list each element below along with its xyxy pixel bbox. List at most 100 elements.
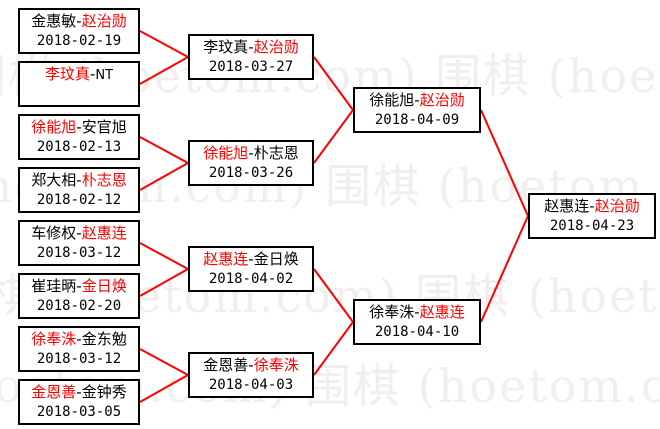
bracket-connector: [139, 374, 189, 403]
player-right: 朴志恩: [253, 144, 299, 162]
player-left: 金恩善: [31, 383, 77, 401]
player-separator: -: [89, 65, 96, 83]
match-date: 2018-02-12: [36, 191, 122, 208]
match-players: 赵惠连-金日焕: [190, 250, 312, 270]
player-separator: -: [589, 197, 595, 215]
player-right: 赵治勋: [81, 12, 127, 30]
player-left: 徐奉洙: [369, 303, 415, 321]
player-left: 李玟真: [203, 38, 249, 56]
match-date: 2018-03-05: [36, 403, 122, 420]
player-right: 金东勉: [81, 330, 127, 348]
player-right: 金日焕: [253, 250, 299, 268]
match-players: 徐奉洙-赵惠连: [355, 303, 479, 323]
player-right: 赵惠连: [419, 303, 465, 321]
player-separator: -: [76, 330, 82, 348]
match-players: 徐能旭-赵治勋: [355, 91, 479, 111]
player-left: 金惠敏: [31, 12, 77, 30]
match-players: 李玟真-赵治勋: [190, 38, 312, 58]
player-separator: -: [76, 12, 82, 30]
bracket-connector: [139, 56, 189, 85]
bracket-connector: [139, 30, 189, 58]
match-date: 2018-02-20: [36, 297, 122, 314]
match-date: 2018-02-13: [36, 138, 122, 155]
player-separator: -: [248, 250, 254, 268]
bracket-connector: [139, 242, 189, 270]
player-left: 车修权: [31, 224, 77, 242]
player-separator: -: [76, 224, 82, 242]
player-right: 金钟秀: [81, 383, 127, 401]
player-separator: -: [248, 356, 254, 374]
player-left: 徐能旭: [203, 144, 249, 162]
player-right: 徐奉洙: [253, 356, 299, 374]
player-left: 赵惠连: [203, 250, 249, 268]
player-separator: -: [76, 171, 82, 189]
player-separator: -: [248, 144, 254, 162]
match-date: 2018-04-10: [374, 323, 460, 340]
player-left: 徐奉洙: [31, 330, 77, 348]
match-players: 赵惠连-赵治勋: [530, 197, 654, 217]
match-date: 2018-03-12: [36, 244, 122, 261]
match-players: 金恩善-金钟秀: [20, 383, 138, 403]
match-players: 李玟真-NT: [20, 65, 138, 85]
player-right: 赵治勋: [253, 38, 299, 56]
bracket-connector: [480, 215, 529, 323]
player-left: 崔珪昞: [31, 277, 77, 295]
match-date: 2018-04-23: [549, 217, 635, 234]
player-left: 徐能旭: [369, 91, 415, 109]
match-players: 徐奉洙-金东勉: [20, 330, 138, 350]
match-players: 车修权-赵惠连: [20, 224, 138, 244]
match-box-r2m1[interactable]: 徐能旭-朴志恩 2018-03-26: [188, 140, 314, 186]
bracket-connector: [480, 109, 529, 217]
player-left: 郑大相: [31, 171, 77, 189]
player-left: 徐能旭: [31, 118, 77, 136]
bracket-connector: [313, 56, 354, 111]
match-date: 2018-02-19: [36, 32, 122, 49]
bracket-connector: [139, 136, 189, 164]
player-separator: -: [248, 38, 254, 56]
match-players: 郑大相-朴志恩: [20, 171, 138, 191]
match-players: 崔珪昞-金日焕: [20, 277, 138, 297]
bracket-connector: [313, 109, 354, 164]
player-right: NT: [95, 68, 114, 83]
match-players: 金恩善-徐奉洙: [190, 356, 312, 376]
match-date: 2018-04-03: [208, 376, 294, 393]
player-separator: -: [76, 118, 82, 136]
player-right: 安官旭: [81, 118, 127, 136]
match-players: 金惠敏-赵治勋: [20, 12, 138, 32]
player-separator: -: [414, 91, 420, 109]
bracket-connector: [139, 268, 189, 297]
match-date: 2018-03-27: [208, 58, 294, 75]
match-date: 2018-03-12: [36, 350, 122, 367]
player-right: 金日焕: [81, 277, 127, 295]
match-box-r1m1[interactable]: 李玟真-NT: [18, 61, 140, 107]
bracket-connector: [313, 268, 354, 323]
match-date: 2018-04-09: [374, 111, 460, 128]
player-left: 金恩善: [203, 356, 249, 374]
bracket-connector: [139, 162, 189, 191]
player-right: 赵惠连: [81, 224, 127, 242]
player-right: 赵治勋: [594, 197, 640, 215]
player-left: 李玟真: [44, 65, 90, 83]
player-right: 朴志恩: [81, 171, 127, 189]
player-separator: -: [76, 383, 82, 401]
match-date: 2018-03-26: [208, 164, 294, 181]
match-players: 徐能旭-安官旭: [20, 118, 138, 138]
match-date: 2018-04-02: [208, 270, 294, 287]
player-right: 赵治勋: [419, 91, 465, 109]
bracket-connector: [313, 321, 354, 376]
